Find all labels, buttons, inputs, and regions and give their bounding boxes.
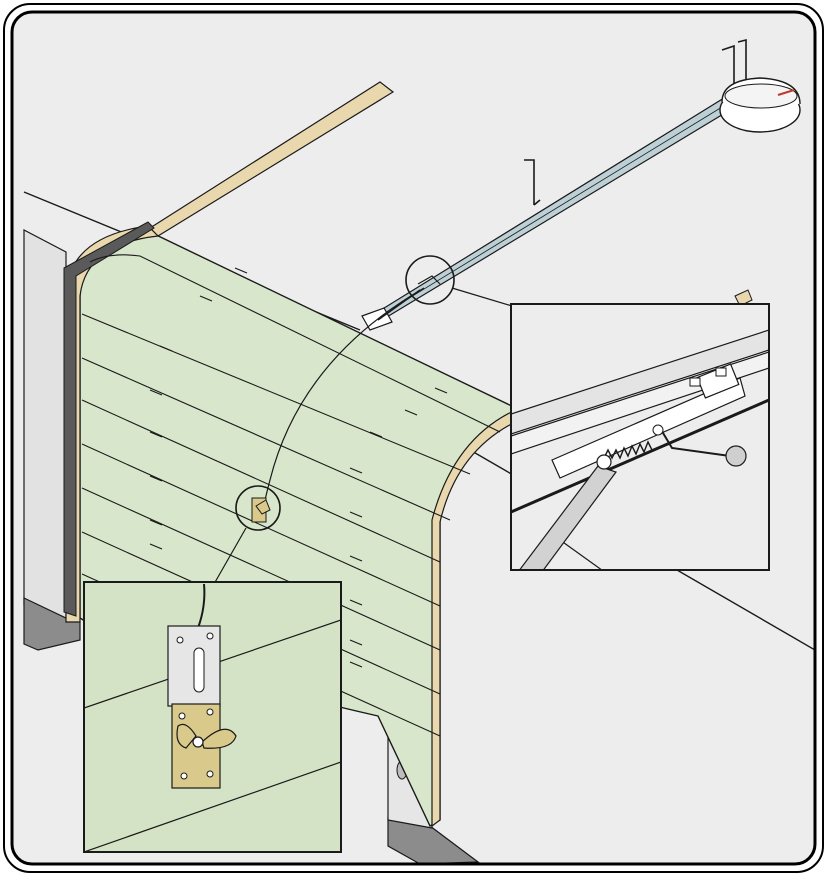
- rail-detail-mark: [417, 275, 441, 285]
- callout-line-rail: [451, 287, 513, 307]
- right-track-rail: [734, 289, 753, 307]
- detail-circle-rail: [405, 255, 455, 305]
- trolley-spring-icon: [603, 440, 653, 460]
- lock-handle-icon: [176, 723, 237, 749]
- left-wall-pier: [23, 229, 67, 623]
- door-frame-right: [431, 407, 525, 828]
- release-knob-icon: [725, 445, 747, 467]
- door-panel-slots: [149, 267, 448, 668]
- motor-hanger-icon: [721, 38, 747, 90]
- callout-line-lock: [213, 527, 247, 585]
- trolley-release-icon: [659, 427, 731, 457]
- lock-detail-inset: [83, 581, 342, 853]
- detail-circle-lock: [235, 485, 281, 531]
- door-arm-icon: [518, 465, 617, 570]
- garage-opener-motor-icon: [719, 77, 801, 133]
- trolley-body-icon: [551, 377, 746, 479]
- release-lock-icon: [251, 497, 271, 523]
- rail-hanger-icon: [524, 159, 541, 206]
- door-seal-left: [63, 221, 155, 617]
- outer-frame: [10, 10, 817, 866]
- rail-trolley-detail-inset: [510, 303, 770, 571]
